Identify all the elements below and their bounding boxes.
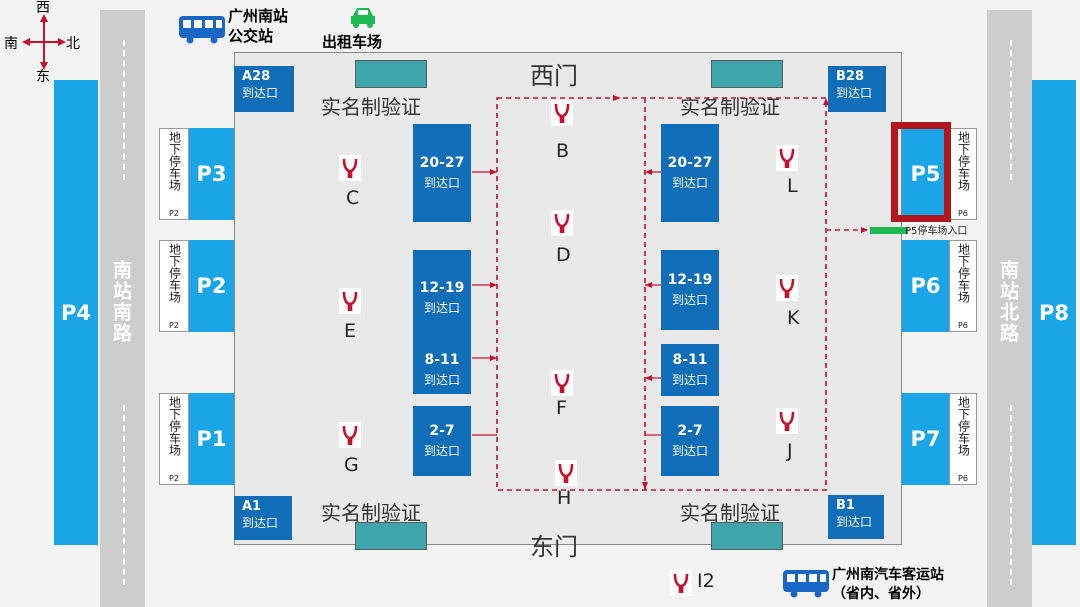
verify-top-right: 实名制验证 — [680, 95, 780, 119]
metro-icon — [339, 288, 361, 314]
entrance-east-left — [355, 522, 427, 550]
bus-icon — [179, 16, 225, 44]
bus-station-marker: 广州南站 公交站 — [178, 6, 308, 52]
metro-icon — [551, 210, 573, 236]
parking-p1[interactable]: P1 — [189, 393, 234, 485]
metro-exit-f[interactable]: F — [556, 397, 567, 419]
road-left: 南站南路 — [100, 10, 145, 607]
metro-icon — [339, 422, 361, 448]
metro-exit-b[interactable]: B — [556, 140, 570, 162]
metro-exit-c[interactable]: C — [346, 187, 360, 209]
metro-icon — [776, 408, 798, 434]
verify-top-left: 实名制验证 — [321, 95, 421, 119]
bus-station-label: 广州南站 公交站 — [228, 7, 289, 45]
parking-p6[interactable]: P6 — [902, 240, 949, 332]
bus-terminal-marker: 广州南汽车客运站 （省内、省外） — [782, 566, 992, 606]
metro-exit-h[interactable]: H — [557, 487, 572, 509]
compass-south: 东 — [36, 69, 50, 85]
parking-p8[interactable]: P8 — [1032, 80, 1076, 545]
p5-entrance-label: P5停车场入口 — [905, 226, 968, 237]
compass-east: 北 — [66, 36, 80, 52]
p5-entrance-bar — [870, 227, 908, 234]
parking-p4[interactable]: P4 — [54, 80, 98, 545]
metro-icon — [339, 155, 361, 181]
compass-north: 西 — [36, 0, 50, 16]
metro-icon — [551, 100, 573, 126]
east-gate-title: 东门 — [530, 533, 578, 561]
verify-bottom-right: 实名制验证 — [680, 501, 780, 525]
metro-exit-l[interactable]: L — [787, 175, 798, 197]
compass: 西 东 南 北 — [4, 0, 84, 85]
west-gate-title: 西门 — [530, 62, 578, 90]
bus-terminal-label: 广州南汽车客运站 （省内、省外） — [832, 567, 944, 602]
metro-exit-i2[interactable]: I2 — [697, 570, 715, 592]
road-left-name: 南站南路 — [110, 260, 132, 344]
entrance-west-right — [711, 60, 783, 88]
compass-arrows-icon — [22, 14, 66, 70]
taxi-marker: 出租车场 — [320, 2, 410, 52]
metro-icon — [551, 370, 573, 396]
parking-p5[interactable]: P5 — [902, 128, 949, 220]
metro-icon — [776, 145, 798, 171]
verify-bottom-left: 实名制验证 — [321, 501, 421, 525]
metro-icon — [670, 570, 692, 596]
entrance-west-left — [355, 60, 427, 88]
metro-icon — [776, 275, 798, 301]
metro-exit-d[interactable]: D — [556, 244, 571, 266]
parking-p2[interactable]: P2 — [189, 240, 234, 332]
parking-p3[interactable]: P3 — [189, 128, 234, 220]
metro-icon — [555, 460, 577, 486]
metro-exit-k[interactable]: K — [787, 307, 800, 329]
entrance-east-right — [711, 522, 783, 550]
metro-exit-g[interactable]: G — [344, 454, 359, 476]
road-right-name: 南站北路 — [997, 260, 1019, 344]
parking-p7[interactable]: P7 — [902, 393, 949, 485]
metro-exit-e[interactable]: E — [344, 320, 357, 342]
compass-west: 南 — [4, 36, 18, 52]
taxi-label: 出租车场 — [322, 33, 383, 51]
metro-exit-j[interactable]: J — [787, 440, 793, 462]
taxi-icon — [351, 8, 375, 28]
bus-icon — [783, 570, 829, 598]
p5-highlight-box — [891, 122, 951, 222]
road-right: 南站北路 — [987, 10, 1032, 607]
